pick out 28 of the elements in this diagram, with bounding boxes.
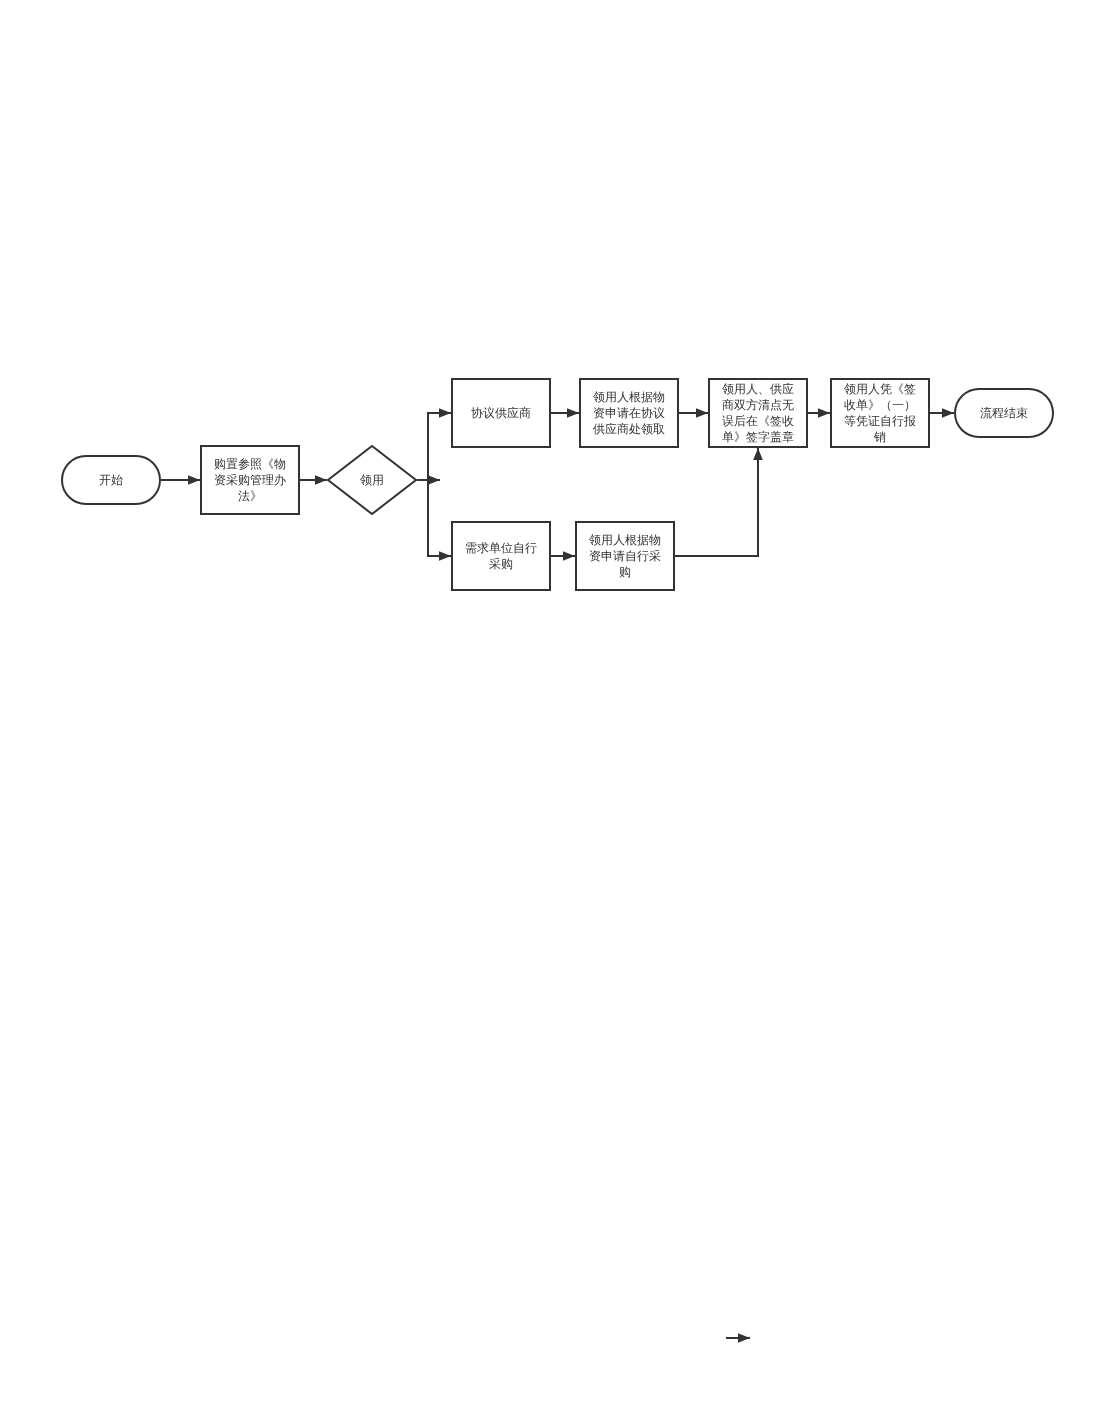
node-label: 流程结束 xyxy=(980,405,1028,421)
node-label: 开始 xyxy=(99,472,123,488)
process-box xyxy=(451,521,551,591)
node-label: 协议供应商 xyxy=(471,405,531,421)
node-label: 领用人、供应商双方清点无误后在《签收单》签字盖章 xyxy=(721,381,795,445)
process-box xyxy=(708,378,808,448)
terminal-shape xyxy=(61,455,161,505)
arrow xyxy=(299,475,328,485)
process-box xyxy=(575,521,675,591)
process-box xyxy=(200,445,300,515)
node-label: 购置参照《物资采购管理办法》 xyxy=(213,456,287,504)
process-box xyxy=(579,378,679,448)
terminal-shape xyxy=(954,388,1054,438)
arrow xyxy=(929,408,955,418)
arrow xyxy=(678,408,709,418)
arrow xyxy=(550,408,580,418)
decision-diamond xyxy=(327,445,417,515)
process-box xyxy=(451,378,551,448)
arrow xyxy=(160,475,201,485)
arrow xyxy=(807,408,831,418)
node-label: 领用 xyxy=(360,472,384,488)
node-label: 需求单位自行采购 xyxy=(464,540,538,572)
node-label: 领用人根据物资申请自行采购 xyxy=(588,532,662,580)
arrow xyxy=(674,447,763,557)
process-box xyxy=(830,378,930,448)
arrow xyxy=(550,551,576,561)
node-label: 领用人凭《签收单》（一）等凭证自行报销 xyxy=(843,381,917,445)
node-label: 领用人根据物资申请在协议供应商处领取 xyxy=(592,389,666,437)
